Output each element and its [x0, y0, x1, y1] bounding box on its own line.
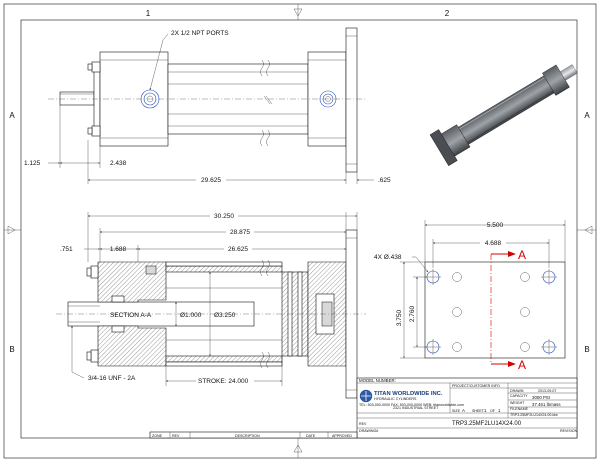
zone-label-right-b: B [584, 345, 589, 354]
sheet-label: SHEET [472, 409, 485, 413]
dim-gland: 1.688 [110, 246, 127, 253]
top-view: 2X 1/2 NPT PORTS 1.125 2.438 29.625 .625 [24, 27, 391, 184]
dim-inner: 26.625 [228, 246, 248, 253]
field-label-project: PROJECT/CUSTOMER INFO [452, 384, 500, 388]
zone-label-top-1: 1 [146, 9, 151, 18]
filename-value: TRP3.25MF2LU14X24.00.idw [510, 413, 558, 417]
zone-label-left-b: B [9, 345, 14, 354]
dim-section-overall: 30.250 [214, 213, 234, 220]
flange-plate [424, 261, 566, 359]
rev-label: REV [359, 422, 367, 426]
rev-header-description: DESCRIPTION [235, 434, 260, 438]
dim-rod-end: .751 [60, 246, 73, 253]
model-number-label: MODEL NUMBER: [359, 378, 396, 383]
dim-flange-thickness: .625 [378, 177, 391, 184]
field-label-capacity: CAPACITY [510, 394, 528, 398]
revision-block: ZONE REV DESCRIPTION DATE APPROVED [149, 431, 358, 439]
dim-overall-length: 29.625 [201, 177, 221, 184]
size-label: SIZE [452, 409, 461, 413]
sheet-value: 1 [484, 408, 487, 413]
dim-rod-diameter: Ø1.000 [180, 312, 202, 319]
address-line: 2321 INDUSTRIAL STREET [393, 406, 439, 410]
dim-hole-spacing: 4.688 [485, 240, 502, 247]
dim-section-body: 28.875 [230, 229, 250, 236]
of-label: OF [490, 409, 496, 413]
company-tagline: HYDRAULIC CYLINDERS [374, 397, 417, 401]
dim-rod-extension: 1.125 [24, 160, 41, 167]
rev-header-approved: APPROVED [332, 434, 352, 438]
rev-header-rev: REV [172, 434, 180, 438]
filename-label: FILENAME [510, 407, 529, 411]
dim-plate-height: 3.750 [396, 309, 403, 326]
field-label-drawn: DRAWN [510, 389, 524, 393]
dim-stroke: STROKE: 24.000 [198, 378, 249, 385]
dim-plate-width: 5.500 [487, 222, 504, 229]
holes-callout: 4X Ø.438 [374, 254, 402, 261]
zone-label-top-2: 2 [445, 9, 450, 18]
rev-header-zone: ZONE [152, 434, 163, 438]
cylinder-3d-view [429, 64, 578, 166]
size-value: A [462, 408, 465, 413]
dim-head-offset: 2.438 [110, 160, 127, 167]
of-value: 1 [498, 408, 501, 413]
phone-line: TEL: 503-000-0000 FAX: 503-000-0000 WEB:… [359, 403, 464, 407]
section-view: SECTION A-A Ø1.000 Ø3.250 30.250 28.875 … [56, 211, 366, 399]
field-label-weight: WEIGHT [510, 401, 525, 405]
field-value-capacity: 3000 PSI [532, 395, 550, 400]
section-marker-bottom: A [518, 358, 526, 372]
dim-hole-vertical: 2.760 [409, 305, 416, 322]
rev-header-date: DATE [306, 434, 316, 438]
end-view: A A 5.500 4.688 3.750 2.760 4X Ø.438 [374, 220, 566, 372]
field-value-drawn: 2013-09-07 [538, 389, 556, 393]
mounting-flange [345, 27, 358, 173]
ports-callout: 2X 1/2 NPT PORTS [171, 30, 229, 37]
section-marker-top: A [518, 248, 526, 262]
company-logo: TITAN WORLDWIDE INC. HYDRAULIC CYLINDERS [359, 389, 443, 403]
field-value-weight: 37.461 lbmass [532, 402, 561, 407]
revision-label: REVISION [560, 429, 578, 433]
drawing-label: DRAWING# [359, 429, 378, 433]
part-number: TRP3.25MF2LU14X24.00 [452, 421, 522, 427]
company-name: TITAN WORLDWIDE INC. [374, 391, 443, 397]
thread-callout: 3/4-16 UNF - 2A [88, 375, 136, 382]
dim-bore-diameter: Ø3.250 [214, 312, 236, 319]
title-block: MODEL NUMBER: TITAN WORLDWIDE INC. HYDRA… [356, 377, 578, 439]
zone-label-left-a: A [9, 111, 15, 120]
zone-label-right-a: A [584, 111, 590, 120]
section-label: SECTION A-A [110, 312, 152, 319]
